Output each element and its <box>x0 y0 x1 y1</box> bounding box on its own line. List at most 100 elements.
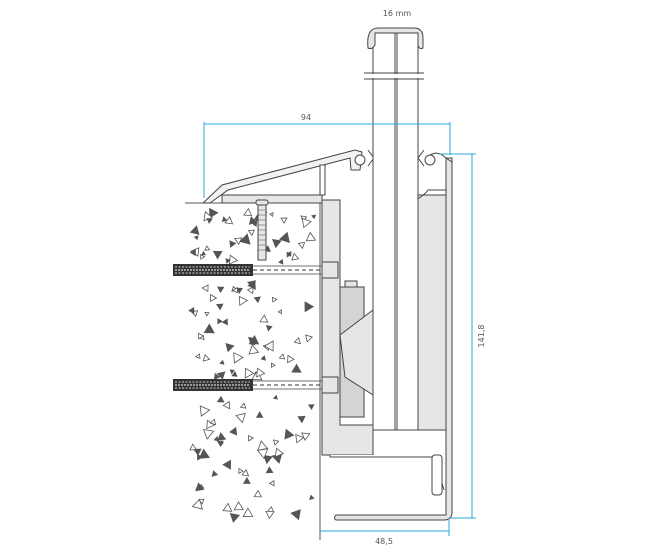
aggregate-mark <box>232 286 238 294</box>
aggregate-mark <box>193 235 199 241</box>
aggregate-mark <box>219 359 225 365</box>
aggregate-mark <box>202 353 211 362</box>
aggregate-mark <box>248 336 257 345</box>
aggregate-mark <box>311 214 317 220</box>
aggregate-mark <box>216 371 226 380</box>
aggregate-mark <box>229 240 237 248</box>
aggregate-mark <box>301 432 311 442</box>
aggregate-mark <box>268 480 275 487</box>
aggregate-mark <box>253 296 261 304</box>
concrete-aggregate <box>188 207 317 523</box>
dim-label-height: 141,8 <box>477 325 486 348</box>
aggregate-mark <box>255 411 264 418</box>
aggregate-mark <box>229 369 235 375</box>
aggregate-mark <box>293 337 301 345</box>
dim-label-top-width: 94 <box>301 113 311 122</box>
aggregate-mark <box>263 454 273 465</box>
aggregate-mark <box>305 231 317 242</box>
aggregate-mark <box>290 509 301 521</box>
aggregate-mark <box>309 494 315 500</box>
aggregate-mark <box>257 440 269 451</box>
aggregate-mark <box>221 216 228 223</box>
aggregate-mark <box>286 251 292 257</box>
aggregate-mark <box>247 229 255 237</box>
top-cover-profile <box>201 149 436 204</box>
aggregate-mark <box>263 340 274 352</box>
aggregate-mark <box>304 301 315 313</box>
aggregate-mark <box>211 470 219 477</box>
aggregate-mark <box>213 372 221 380</box>
anchor-bolt <box>173 376 339 394</box>
aggregate-mark <box>271 296 278 303</box>
aggregate-mark <box>238 295 249 307</box>
aggregate-mark <box>216 286 225 294</box>
aggregate-mark <box>201 250 206 256</box>
aggregate-mark <box>235 287 243 294</box>
aggregate-mark <box>301 217 312 229</box>
aggregate-mark <box>204 245 211 251</box>
aggregate-mark <box>225 258 231 264</box>
aggregate-mark <box>217 318 223 325</box>
dim-label-bottom-width: 48,5 <box>375 537 393 546</box>
aggregate-mark <box>238 467 244 474</box>
aggregate-mark <box>193 448 202 457</box>
aggregate-mark <box>243 207 253 217</box>
aggregate-mark <box>265 466 274 474</box>
aggregate-mark <box>216 303 224 311</box>
aggregate-mark <box>247 280 257 289</box>
aggregate-mark <box>265 324 273 332</box>
aggregate-mark <box>274 447 285 458</box>
aggregate-mark <box>217 432 227 441</box>
aggregate-mark <box>199 405 211 417</box>
aggregate-mark <box>189 225 200 235</box>
aggregate-mark <box>201 284 209 293</box>
aggregate-mark <box>278 353 286 360</box>
aggregate-mark <box>239 402 247 409</box>
aggregate-mark <box>248 216 258 225</box>
aggregate-mark <box>216 440 224 447</box>
setting-blocks <box>339 280 374 418</box>
aggregate-mark <box>200 253 206 260</box>
aggregate-mark <box>206 218 213 224</box>
aggregate-mark <box>268 212 274 218</box>
aggregate-mark <box>231 371 238 377</box>
aggregate-mark <box>221 318 228 326</box>
aggregate-mark <box>233 237 243 246</box>
aggregate-mark <box>287 354 295 364</box>
aggregate-mark <box>256 367 266 378</box>
aggregate-mark <box>209 418 217 426</box>
aggregate-mark <box>272 439 280 446</box>
aggregate-mark <box>247 435 254 442</box>
aggregate-mark <box>295 433 305 444</box>
aggregate-mark <box>239 233 251 245</box>
aggregate-mark <box>297 415 306 424</box>
aggregate-mark <box>248 344 260 355</box>
aggregate-mark <box>209 293 218 303</box>
wall-anchors <box>173 261 339 394</box>
aggregate-mark <box>233 352 244 364</box>
aggregate-mark <box>189 249 196 257</box>
glass-panel <box>364 27 424 431</box>
aggregate-mark <box>284 428 295 440</box>
aggregate-mark <box>259 314 269 323</box>
aggregate-mark <box>265 510 275 520</box>
aggregate-mark <box>198 332 205 340</box>
aggregate-mark <box>213 436 219 442</box>
aggregate-mark <box>224 216 234 225</box>
aggregate-mark <box>198 448 210 459</box>
aggregate-mark <box>229 426 238 436</box>
aggregate-mark <box>246 286 254 295</box>
aggregate-mark <box>222 400 231 410</box>
aggregate-mark <box>225 343 235 353</box>
aggregate-mark <box>244 367 255 379</box>
aggregate-mark <box>291 363 302 373</box>
aggregate-mark <box>271 362 276 369</box>
aggregate-mark <box>242 507 254 517</box>
aggregate-mark <box>195 353 201 360</box>
aggregate-mark <box>195 482 205 492</box>
anchor-bolt <box>173 261 339 279</box>
aggregate-mark <box>203 323 215 334</box>
aggregate-mark <box>242 476 251 484</box>
